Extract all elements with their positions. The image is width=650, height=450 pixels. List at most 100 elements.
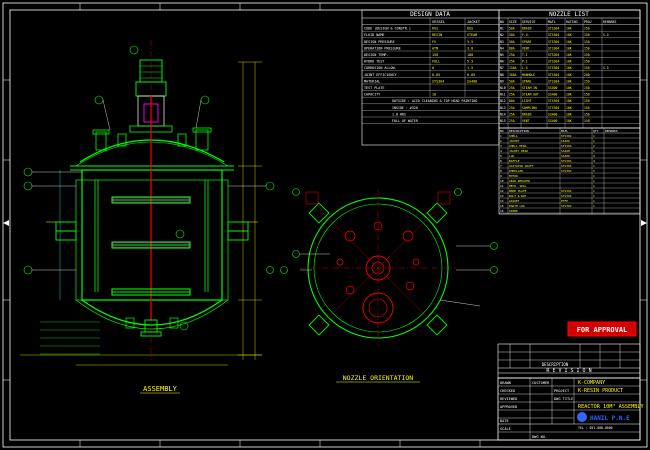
orientation-nozzles [336,221,420,295]
parts-list-cell: 9 [500,174,502,178]
nozzle-list-header: REMARKS [603,20,617,24]
parts-list-cell: BOLT & NUT [509,194,527,198]
title-block: DRAWN CHECKED REVIEWED APPROVED DATE SCA… [497,377,644,441]
parts-list-cell: GEAR REDUCER [509,179,530,183]
nozzle-list-cell: N1 [500,27,504,31]
parts-list-cell: IMPELLER [509,169,523,173]
bottom-head [81,299,223,326]
nozzle-list-cell: 25A [509,93,515,97]
nozzle-list-cell: STS304 [548,73,559,77]
nozzle-list-cell: STS304 [548,46,559,50]
svg-text:DESCRIPTION: DESCRIPTION [542,362,569,367]
parts-list-cell: 1 [593,204,595,208]
nozzle-list-cell: 10K [566,27,572,31]
nozzle-list-header: MATL [548,20,556,24]
svg-text:CHECKED: CHECKED [500,389,515,393]
parts-list-header: DESCRIPTION [509,129,529,133]
nozzle-list-cell: SAMPLING [522,106,537,110]
nozzle-list-cell: 150 [584,66,590,70]
nozzle-list-cell: 150 [584,46,590,50]
parts-list-cell: 4 [593,159,595,163]
nozzle-list-cell: 150 [584,53,590,57]
nozzle-list-cell: 10K [566,66,572,70]
nozzle-list-header: SIZE [509,20,517,24]
parts-list-cell: 1 [593,194,595,198]
nozzle-list-cell: 10K [566,73,572,77]
svg-text:DWG NO.: DWG NO. [532,435,547,439]
design-data-cell: FULL [432,60,440,64]
parts-list-cell: JACKET HEAD [509,149,528,153]
design-data-note: FULL OF WATER [392,119,418,123]
nozzle-list-header: PROJ [584,20,592,24]
nozzle-list-cell: STS304 [548,27,559,31]
nozzle-list-cell: 150 [584,99,590,103]
nozzle-list-cell: 10K [566,93,572,97]
nozzle-list-cell: VENT [522,46,530,50]
nozzle-list-cell: DRAIN [522,27,531,31]
svg-text:SCALE: SCALE [500,427,511,431]
nozzle-list-cell: STS304 [548,99,559,103]
parts-list-cell: 4 [500,149,502,153]
design-data-cell: 0 [432,66,434,70]
nozzle-list-cell: LIGHT [522,99,531,103]
nozzle-list-cell: N7 [500,66,504,70]
design-data-cell: 0.85 [432,73,440,77]
parts-list-cell: SPARE [509,209,518,213]
nozzle-list-cell: 25A [509,119,515,123]
parts-list-cell: GASKET [509,199,520,203]
design-data-cell: DESIGN TEMP. [364,53,389,57]
svg-text:DWG TITLE: DWG TITLE [554,397,573,401]
nozzle-list-cell: 200 [584,73,590,77]
parts-list-cell: SHELL [509,134,518,138]
design-data-cell: CAPACITY [364,93,380,97]
parts-list-cell: SS400 [561,149,570,153]
nozzle-list-cell: SS400 [548,112,557,116]
dwg-title-value: REACTOR 10M³ ASSEMBLY [578,404,644,410]
design-data-cell: KGS [467,27,473,31]
nozzle-list-cell: SS400 [548,93,557,97]
nozzle-list-cell: 10K [566,33,572,37]
nozzle-list-cell: STS304 [548,60,559,64]
nozzle-list-cell: SS400 [548,86,557,90]
support-lugs [55,221,249,241]
nozzle-list-cell: 150 [584,93,590,97]
nozzle-list-cell: VENT [522,119,530,123]
impellers [111,196,191,296]
nozzle-list-cell: L.G [522,66,528,70]
nozzle-orientation-view: NOZZLE ORIENTATION [266,188,498,383]
nozzle-list-cell: 25A [509,112,515,116]
parts-list-cell: 16 [500,209,504,213]
parts-list-cell: 5 [500,154,502,158]
parts-list-cell: BAFFLE [509,159,520,163]
parts-list-cell: SS400 [561,154,570,158]
parts-list-cell: JACKET [509,139,520,143]
nozzle-list-cell: 10K [566,112,572,116]
parts-list-cell: 10 [500,179,504,183]
parts-list-cell: 1 [593,134,595,138]
nozzle-list-cell: 300A [509,73,517,77]
parts-list-cell: 1 [593,189,595,193]
design-data-cell: OPERATION PRESSURE [364,46,401,50]
parts-list-cell: 2 [500,139,502,143]
centering-mark-right [641,220,647,226]
zone-ticks [3,3,647,447]
project-value: K-RESIN PRODUCT [578,388,623,394]
nozzle-list-cell: STEAM IN [522,86,537,90]
parts-list-cell: EARTH LUG [509,204,525,208]
parts-list-cell: 13 [500,194,504,198]
svg-text:DRAWN: DRAWN [500,381,511,385]
balloon-callouts [23,45,275,331]
nozzle-list-cell: N5 [500,53,504,57]
top-head [79,139,225,163]
design-data-cell: ATM [432,46,438,50]
design-data-cell: FV [432,40,436,44]
svg-text:HANIL P.N.E: HANIL P.N.E [590,415,630,422]
nozzle-list-cell: N14 [500,112,506,116]
design-data-cell: 0.85 [467,73,475,77]
nozzle-list-cell: 50A [509,79,515,83]
parts-list-cell: STS304 [561,189,572,193]
orientation-caption: NOZZLE ORIENTATION [343,374,414,382]
nozzle-list-cell: MANHOLE [522,73,535,77]
parts-list-cell: 8 [500,169,502,173]
